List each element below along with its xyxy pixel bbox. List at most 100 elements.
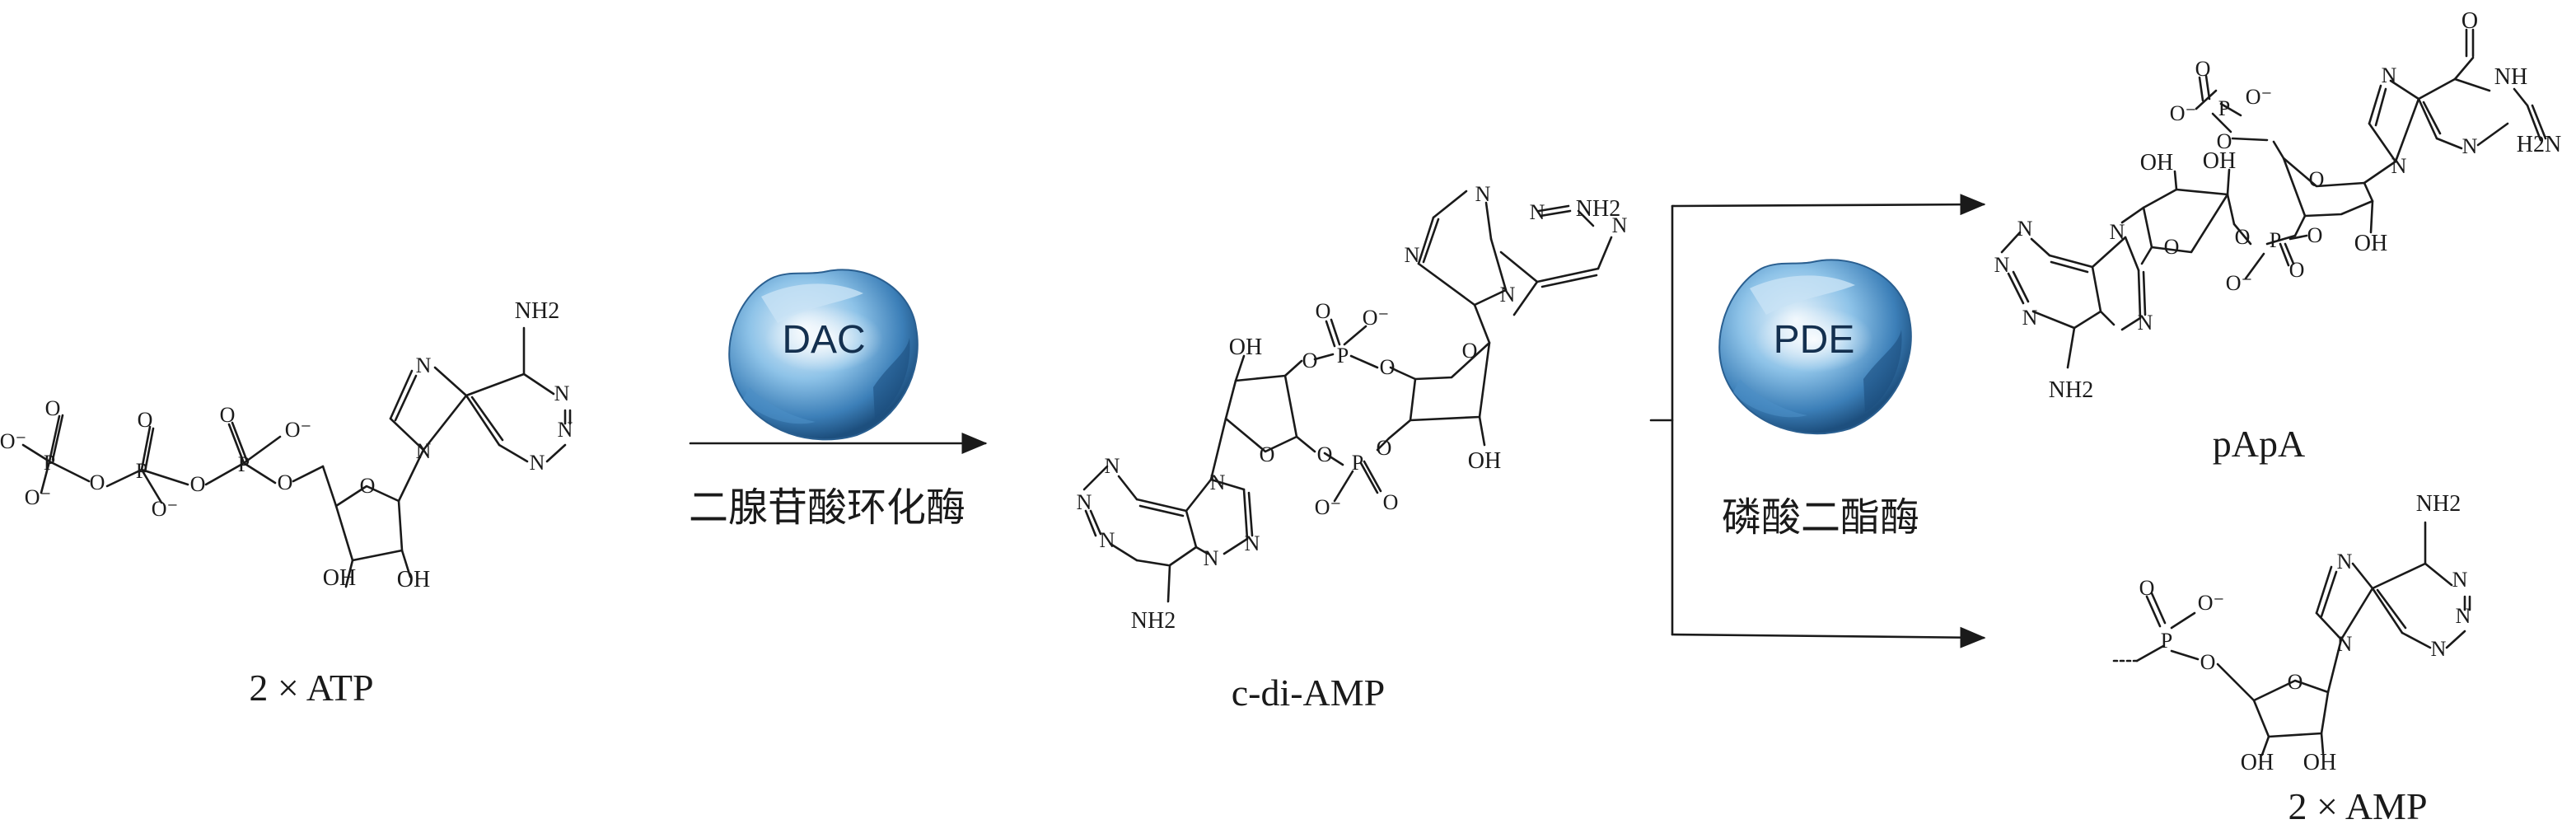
atom-label: O xyxy=(360,474,376,498)
atom-label: N xyxy=(1500,283,1516,307)
atom-label: P xyxy=(44,451,55,475)
atom-label: O xyxy=(1380,355,1396,379)
atom-label: N xyxy=(1994,253,2010,277)
atom-label: O xyxy=(1383,490,1399,514)
atom-label: N xyxy=(2452,568,2468,592)
amp-structure xyxy=(2112,521,2471,756)
atom-label: O⁻ xyxy=(152,497,179,521)
atom-label: O⁻ xyxy=(2246,85,2273,109)
atom-label: O⁻ xyxy=(2170,101,2197,125)
atom-label: N xyxy=(558,418,573,442)
atom-label: N xyxy=(2138,311,2153,335)
papa-o-top: O xyxy=(2461,8,2478,34)
atom-label: O⁻ xyxy=(2198,591,2225,615)
atom-label: P xyxy=(136,459,147,483)
atp-oh-left: OH xyxy=(323,565,356,591)
amp-name: 2 × AMP xyxy=(2288,785,2427,824)
atom-label: O xyxy=(2139,576,2155,600)
atom-label: O xyxy=(138,408,153,432)
atom-label: O xyxy=(45,396,61,420)
atom-label: N xyxy=(1245,531,1260,555)
atom-label: N xyxy=(2431,637,2447,661)
atom-label: O⁻ xyxy=(2226,271,2253,295)
atom-label: O xyxy=(1316,299,1331,323)
atom-label: N xyxy=(1204,546,1219,570)
atom-label: N xyxy=(1405,243,1420,267)
atom-label: O xyxy=(2309,167,2325,191)
dac-label: DAC xyxy=(782,318,865,362)
atom-label: P xyxy=(2218,96,2230,120)
atom-label: O xyxy=(190,472,206,496)
pde-full-name: 磷酸二酯酶 xyxy=(1722,494,1919,541)
papa-structure xyxy=(2000,28,2547,369)
atom-label: P xyxy=(238,452,250,476)
atom-label: P xyxy=(2270,228,2281,252)
atom-label: O xyxy=(1317,442,1333,466)
atom-label: O xyxy=(1377,436,1392,460)
atp-oh-right: OH xyxy=(397,567,430,592)
atom-label: O⁻ xyxy=(1363,306,1390,330)
cdiamp-nh2-bottom: NH2 xyxy=(1131,608,1176,634)
atom-label: O xyxy=(2195,57,2211,81)
atp-nh2: NH2 xyxy=(515,298,559,324)
atom-label: O xyxy=(2217,129,2232,153)
atom-label: N xyxy=(2337,632,2353,656)
papa-oh2: OH xyxy=(2140,150,2173,176)
atom-label: N xyxy=(2382,63,2397,87)
atom-label: O xyxy=(2307,223,2323,247)
pde-reaction-arrows xyxy=(1649,194,1986,648)
amp-oh-right: OH xyxy=(2303,750,2336,775)
cdiamp-oh-top: OH xyxy=(1229,335,1262,360)
cdiamp-oh-bottom: OH xyxy=(1468,448,1501,474)
atom-label: N xyxy=(2022,306,2038,330)
atom-label: O xyxy=(1260,442,1275,466)
atom-label: N xyxy=(554,382,570,405)
atom-label: N xyxy=(530,451,545,475)
amp-oh-left: OH xyxy=(2241,750,2274,775)
atom-label: O xyxy=(90,471,105,494)
atom-label: O xyxy=(1302,349,1318,372)
cdiamp-nh2-top: NH2 xyxy=(1576,196,1620,222)
dac-enzyme: DAC xyxy=(728,269,919,441)
atom-label: O xyxy=(1462,339,1478,363)
atom-label: N xyxy=(1475,182,1491,206)
atom-label: N xyxy=(1105,454,1120,478)
atom-label: N xyxy=(2110,220,2125,244)
pde-label: PDE xyxy=(1774,318,1855,362)
atom-label: N xyxy=(1530,200,1545,224)
atp-name: 2 × ATP xyxy=(249,667,373,709)
dac-full-name: 二腺苷酸环化酶 xyxy=(689,485,965,531)
atom-label: N xyxy=(2337,550,2353,574)
papa-oh3: OH xyxy=(2203,148,2236,174)
atom-label: O⁻ xyxy=(1315,495,1342,519)
atom-label: P xyxy=(1337,344,1349,368)
atom-label: O⁻ xyxy=(285,418,312,442)
atom-label: O xyxy=(2235,225,2251,249)
pde-enzyme: PDE xyxy=(1718,259,1912,435)
atom-label: O xyxy=(2164,235,2180,259)
atom-label: O⁻ xyxy=(0,429,26,453)
atom-label: N xyxy=(416,353,432,377)
atom-label: O xyxy=(278,471,293,494)
atom-label: O xyxy=(2288,670,2303,694)
papa-oh1: OH xyxy=(2354,231,2387,256)
papa-h2n: H2N xyxy=(2517,132,2561,157)
atom-label: P xyxy=(1352,451,1363,475)
amp-nh2: NH2 xyxy=(2416,491,2461,517)
atom-label: O xyxy=(2200,650,2216,674)
atom-label: O xyxy=(220,403,236,427)
atom-label: N xyxy=(1210,471,1226,494)
papa-nh: NH xyxy=(2494,64,2527,90)
atom-label: N xyxy=(2017,217,2033,241)
papa-nh2: NH2 xyxy=(2049,377,2093,403)
cdiamp-structure xyxy=(1082,190,1613,603)
atom-label: N xyxy=(1100,528,1115,552)
atom-label: N xyxy=(1612,213,1628,237)
atom-label: N xyxy=(416,439,432,463)
atom-label: N xyxy=(1077,490,1092,514)
atp-structure xyxy=(21,326,572,588)
atom-label: O xyxy=(2289,258,2305,282)
atom-label: P xyxy=(2161,629,2172,653)
